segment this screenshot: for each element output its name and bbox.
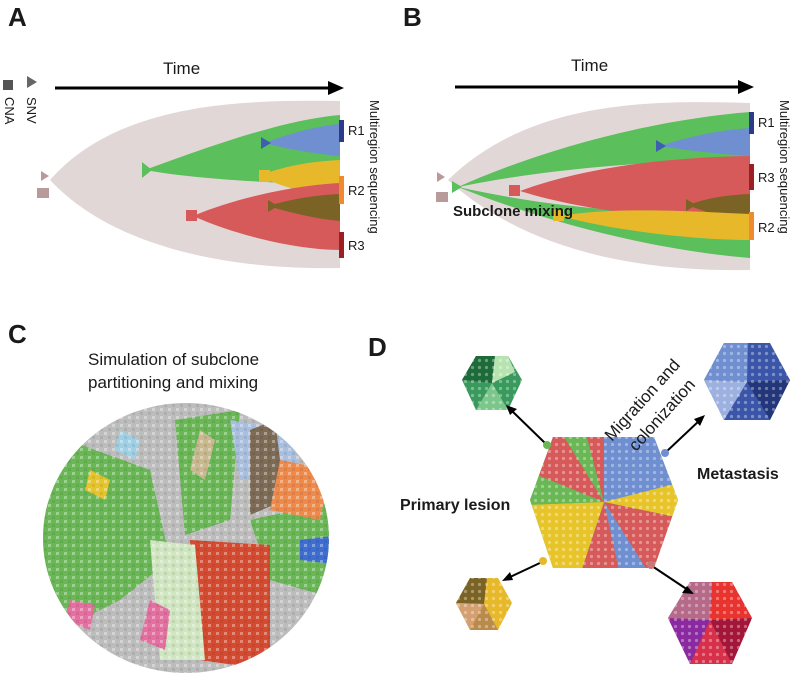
origin-dot-blue-icon (661, 449, 669, 457)
region-r2-label: R2 (348, 183, 365, 198)
green-snv-marker-icon (142, 162, 152, 178)
brown-snv-marker-icon (268, 200, 278, 212)
yellow-cna-marker-b-icon (553, 210, 564, 221)
origin-dot-red-icon (647, 561, 655, 569)
cna-legend-square-icon (3, 80, 13, 90)
subclone-mixing-label: Subclone mixing (453, 203, 573, 220)
origin-dot-green-icon (543, 441, 551, 449)
panel-c-letter: C (8, 319, 27, 349)
red-cna-marker-icon (186, 210, 197, 221)
region-r3-label: R3 (348, 238, 365, 253)
metastasis-label: Metastasis (697, 466, 779, 483)
metastasis-yellow-map (456, 578, 512, 630)
snv-legend-triangle-icon (27, 76, 37, 88)
origin-dot-yellow-icon (539, 557, 547, 565)
snv-legend-label: SNV (24, 97, 39, 124)
panel-c-title-line1: Simulation of subclone (88, 350, 259, 369)
arrow-to-green-line (510, 409, 547, 445)
time-label: Time (163, 59, 200, 78)
region-r3-bar (339, 232, 344, 258)
region-r2-bar (339, 176, 344, 204)
multiregion-label-a: Multiregion sequencing (367, 100, 382, 234)
red-cna-marker-b-icon (509, 185, 520, 196)
region-r2-label-b: R2 (758, 220, 775, 235)
region-r1-label-b: R1 (758, 115, 775, 130)
blue-snv-marker-icon (261, 137, 271, 149)
panel-b-letter: B (403, 2, 422, 32)
metastasis-blue-map (704, 343, 790, 420)
panel-c-title-line2: partitioning and mixing (88, 373, 258, 392)
arrow-to-red-line (651, 565, 689, 591)
time-label-b: Time (571, 56, 608, 75)
cna-legend-label: CNA (2, 97, 17, 125)
founder-snv-marker-b-icon (437, 172, 445, 182)
yellow-cna-marker-icon (259, 170, 270, 182)
arrow-to-yellow-line (507, 561, 543, 579)
green-upper-arm-shape (458, 112, 750, 187)
region-r3-label-b: R3 (758, 170, 775, 185)
panel-d: D (368, 332, 790, 664)
panel-a: A CNA SNV Time R1 R2 R3 (2, 2, 382, 269)
time-arrow-b-head-icon (738, 80, 754, 94)
metastasis-red-map (668, 582, 752, 664)
panel-b: B Time R1 R3 R2 Multiregion sequencing S… (403, 2, 792, 271)
arrow-to-blue-head-icon (694, 415, 705, 426)
panel-c: C Simulation of subclone partitioning an… (8, 319, 329, 673)
founder-cna-marker-b-icon (436, 192, 448, 202)
arrow-to-yellow-head-icon (502, 572, 513, 581)
metastasis-green-map (462, 356, 522, 410)
yellow-subclone-b-shape (560, 210, 750, 240)
panel-d-letter: D (368, 332, 387, 362)
time-arrow-head-icon (328, 81, 344, 95)
blue-subclone-b-shape (660, 128, 750, 156)
multiregion-label-b: Multiregion sequencing (777, 100, 792, 234)
brown-subclone-shape (268, 194, 340, 221)
region-r1-bar-b (749, 112, 754, 134)
arrow-to-green-head-icon (506, 405, 517, 415)
region-r1-bar (339, 120, 344, 142)
primary-lesion-label: Primary lesion (400, 497, 510, 514)
brown-snv-marker-b-icon (686, 199, 696, 211)
arrow-to-red-head-icon (682, 586, 694, 594)
region-r1-label: R1 (348, 123, 365, 138)
green-snv-marker-b-icon (452, 181, 462, 193)
region-r3-bar-b (749, 164, 754, 190)
blue-subclone-shape (265, 124, 340, 156)
founder-cna-marker-icon (37, 188, 49, 198)
blue-snv-marker-b-icon (656, 140, 666, 152)
panel-a-letter: A (8, 2, 27, 32)
simulated-tumor-map (43, 403, 329, 673)
arrow-to-blue-line (665, 419, 701, 453)
region-r2-bar-b (749, 212, 754, 240)
founder-snv-marker-icon (41, 171, 49, 181)
